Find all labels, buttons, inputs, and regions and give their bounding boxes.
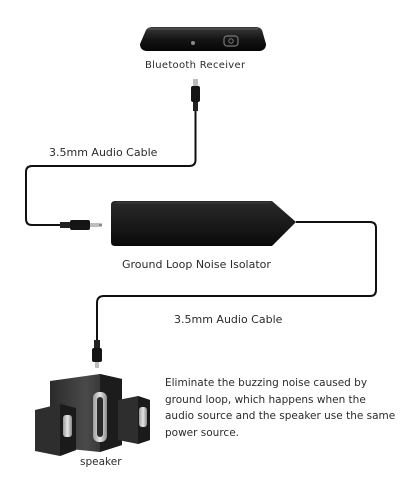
speaker-system — [35, 374, 150, 456]
isolator-input-jack — [60, 220, 102, 230]
receiver-label: Bluetooth Receiver — [145, 60, 246, 71]
speaker-label: speaker — [80, 456, 122, 468]
audio-cable-bottom — [96, 221, 377, 340]
audio-cable-top — [25, 111, 197, 226]
isolator-label: Ground Loop Noise Isolator — [122, 258, 271, 271]
bluetooth-receiver — [140, 27, 266, 51]
bottom-cable-label: 3.5mm Audio Cable — [174, 313, 283, 326]
power-button-icon — [223, 35, 239, 47]
description-text: Eliminate the buzzing noise caused by gr… — [165, 377, 396, 439]
receiver-cable-jack — [191, 79, 200, 111]
bluetooth-icon — [191, 41, 195, 45]
speaker-cable-jack — [92, 340, 102, 368]
top-cable-label: 3.5mm Audio Cable — [49, 146, 158, 159]
ground-loop-isolator — [111, 201, 296, 246]
